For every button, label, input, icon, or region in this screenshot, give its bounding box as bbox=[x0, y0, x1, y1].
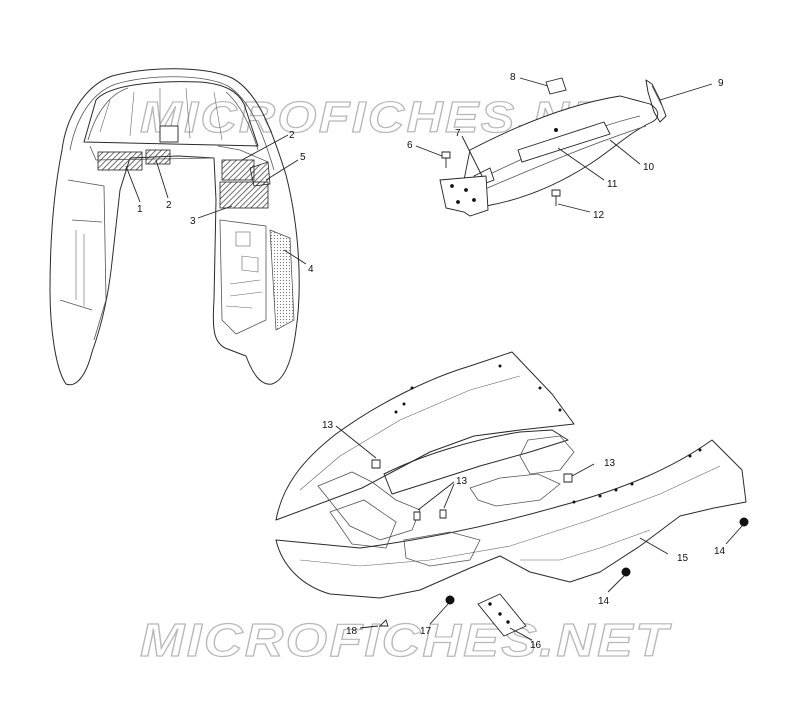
callout-1: 1 bbox=[137, 204, 143, 215]
watermark-bottom: MICROFICHES.NET bbox=[140, 614, 672, 666]
callout-15: 15 bbox=[677, 553, 689, 564]
leader-lines bbox=[125, 77, 743, 641]
callout-9: 9 bbox=[718, 78, 724, 89]
callout-13: 13 bbox=[604, 458, 616, 469]
callout-10: 10 bbox=[643, 162, 655, 173]
belly-pan-assembly bbox=[275, 351, 749, 637]
callout-14: 14 bbox=[598, 596, 610, 607]
callout-16: 16 bbox=[530, 640, 542, 651]
callout-13: 13 bbox=[456, 476, 468, 487]
bracket-assembly bbox=[439, 77, 667, 217]
callouts: 1 2 2 3 4 5 6 7 8 9 10 11 12 13 13 13 14… bbox=[137, 72, 726, 651]
callout-4: 4 bbox=[308, 264, 314, 275]
callout-18: 18 bbox=[346, 626, 358, 637]
callout-17: 17 bbox=[420, 626, 432, 637]
callout-12: 12 bbox=[593, 210, 605, 221]
callout-11: 11 bbox=[607, 179, 618, 190]
callout-13: 13 bbox=[322, 420, 334, 431]
callout-2: 2 bbox=[289, 130, 295, 141]
callout-5: 5 bbox=[300, 152, 306, 163]
callout-2: 2 bbox=[166, 200, 172, 211]
callout-7: 7 bbox=[455, 128, 461, 139]
hood-assembly bbox=[49, 68, 300, 386]
callout-3: 3 bbox=[190, 216, 196, 227]
callout-14: 14 bbox=[714, 546, 726, 557]
callout-6: 6 bbox=[407, 140, 413, 151]
callout-8: 8 bbox=[510, 72, 516, 83]
